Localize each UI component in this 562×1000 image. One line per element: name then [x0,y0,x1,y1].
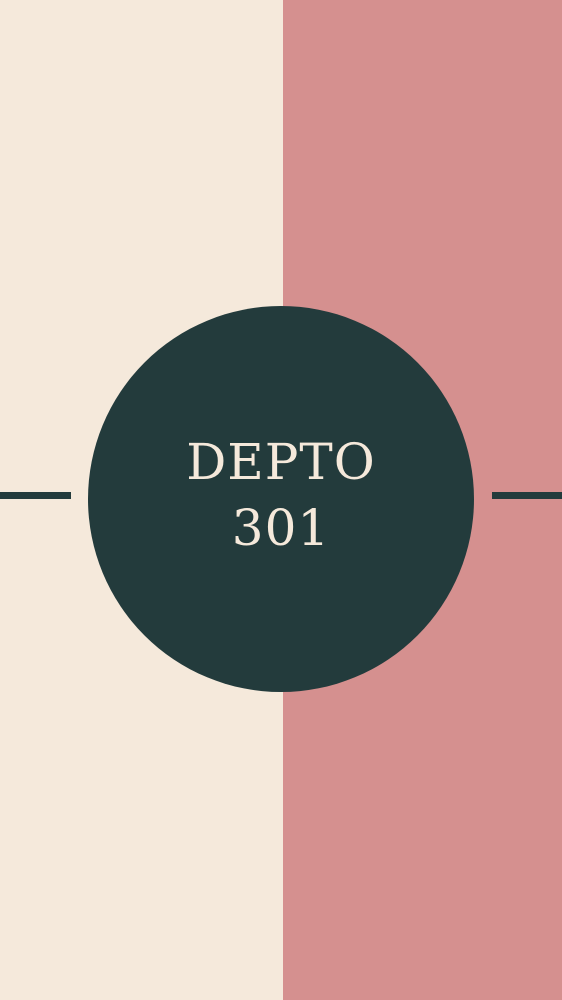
right-divider-line [492,492,562,499]
badge-title: DEPTO [186,433,376,491]
badge-number: 301 [231,499,331,557]
apartment-number-badge: DEPTO 301 [88,306,474,692]
left-divider-line [0,492,71,499]
